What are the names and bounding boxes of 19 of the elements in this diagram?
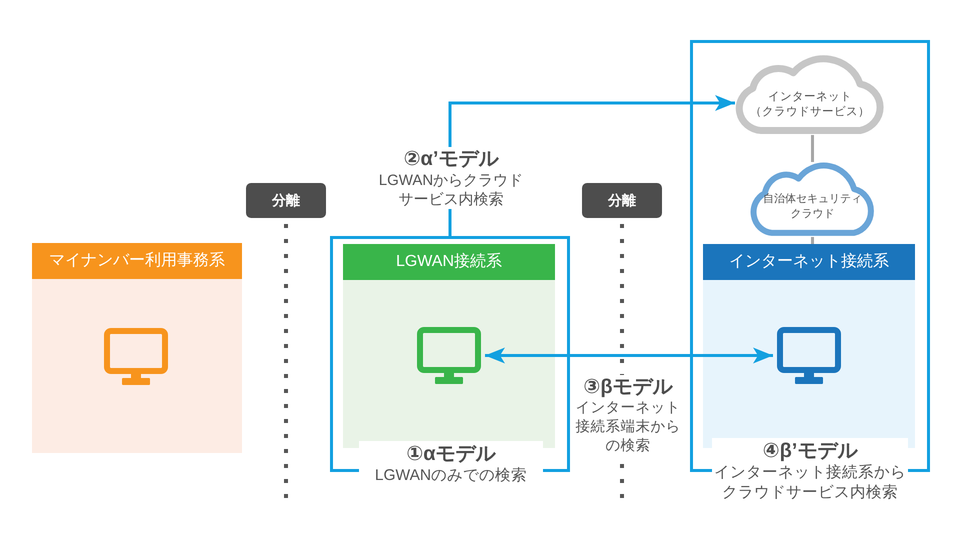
panel-header: マイナンバー利用事務系 bbox=[32, 243, 242, 279]
separator-tag: 分離 bbox=[582, 183, 662, 218]
panel-header: インターネット接続系 bbox=[703, 244, 915, 280]
separator-tag: 分離 bbox=[246, 183, 326, 218]
model-caption: LGWANのみでの検索 bbox=[374, 466, 528, 486]
cloud-label: インターネット（クラウドサービス） bbox=[750, 90, 870, 120]
monitor-icon bbox=[104, 328, 168, 385]
monitor-icon bbox=[777, 327, 841, 384]
system-panel bbox=[32, 243, 242, 453]
model-heading: ④β’モデル bbox=[762, 440, 858, 463]
model-caption: インターネット接続系からクラウドサービス内検索 bbox=[713, 463, 907, 503]
panel-header: LGWAN接続系 bbox=[343, 244, 555, 280]
arrow bbox=[485, 348, 773, 364]
cloud-label: 自治体セキュリティクラウド bbox=[762, 192, 863, 222]
edge-label: ③βモデルインターネット接続系端末からの検索 bbox=[575, 375, 681, 456]
monitor-icon bbox=[417, 327, 481, 384]
model-heading: ①αモデル bbox=[406, 443, 496, 466]
connector-line bbox=[811, 237, 814, 244]
connector-line bbox=[811, 135, 814, 162]
